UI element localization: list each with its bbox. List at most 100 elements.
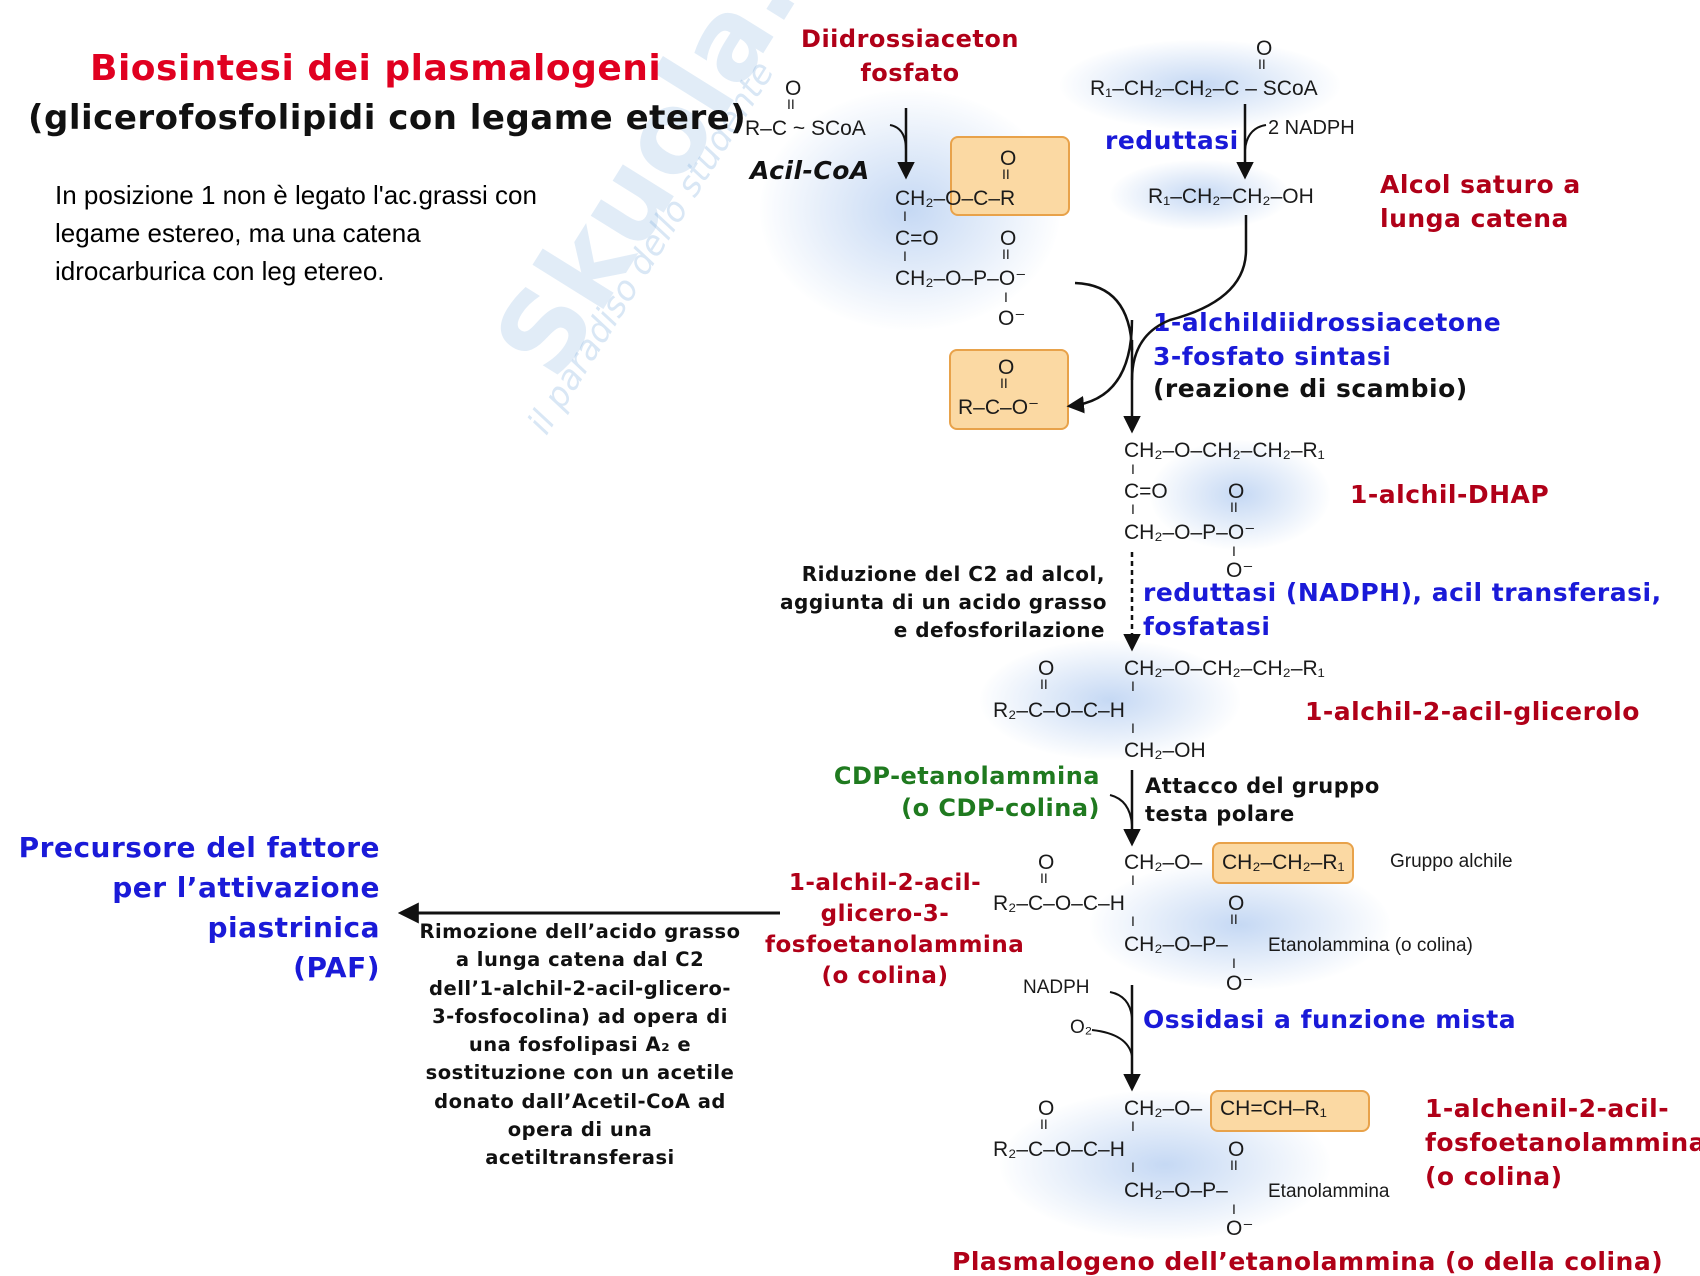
glow bbox=[1110, 160, 1290, 230]
arrow-acylcoa-in bbox=[889, 124, 907, 151]
label-line: Precursore del fattore bbox=[18, 831, 380, 864]
label-line: (PAF) bbox=[293, 951, 380, 984]
label-acil-coa: Acil-CoA bbox=[750, 156, 870, 185]
label-line: glicero-3- bbox=[820, 901, 950, 927]
double-bond: II bbox=[1002, 246, 1010, 262]
label-line: per l’attivazione bbox=[112, 871, 380, 904]
pe-line2: R₂–C–O–C–H bbox=[993, 892, 1125, 915]
label-alchil-acil-glicerolo: 1-alchil-2-acil-glicerolo bbox=[1305, 697, 1640, 726]
label-cdp: CDP-etanolammina (o CDP-colina) bbox=[820, 760, 1100, 824]
alkyl-group-highlight bbox=[1212, 842, 1354, 884]
label-line: aggiunta di un acido grasso bbox=[780, 590, 1108, 614]
pl-head-group: Etanolammina bbox=[1268, 1181, 1390, 1202]
arrow-carboxylate-out bbox=[1066, 319, 1134, 414]
label-line: reduttasi (NADPH), acil transferasi, bbox=[1143, 578, 1662, 607]
label-line: fosfato bbox=[860, 59, 960, 87]
label-alcol: Alcol saturo a lunga catena bbox=[1380, 168, 1581, 236]
double-bond: II bbox=[1230, 911, 1238, 927]
aag-line3: CH₂–OH bbox=[1124, 739, 1206, 762]
pl-line1a: CH₂–O– bbox=[1124, 1097, 1203, 1120]
acyl-dhap-line2: C=O bbox=[895, 227, 939, 250]
acyl-dhap-line3: CH₂–O–P–O⁻ bbox=[895, 267, 1027, 290]
alkyl-dhap-line2: C=O bbox=[1124, 480, 1168, 503]
page-title: Biosintesi dei plasmalogeni bbox=[90, 48, 662, 89]
glow bbox=[1150, 440, 1330, 550]
label-line: sostituzione con un acetile bbox=[425, 1061, 735, 1085]
arrow-o2-in bbox=[1091, 1029, 1133, 1057]
fatty-acyl-coa-formula: R₁–CH₂–CH₂–C – SCoA bbox=[1090, 77, 1318, 100]
label-line: 1-alchil-2-acil- bbox=[788, 870, 982, 896]
label-alchil-dhap: 1-alchil-DHAP bbox=[1350, 480, 1550, 509]
arrow-nadph2-in bbox=[1109, 991, 1133, 1019]
single-bond: I bbox=[1131, 720, 1135, 736]
label-alchenil: 1-alchenil-2-acil- fosfoetanolammina (o … bbox=[1425, 1092, 1700, 1194]
chem-atom: O bbox=[1038, 1097, 1055, 1120]
single-bond: I bbox=[1131, 872, 1135, 888]
label-head-group: Attacco del gruppo testa polare bbox=[1145, 772, 1380, 828]
chem-atom: O bbox=[998, 356, 1015, 379]
label-line: 3-fosfato sintasi bbox=[1153, 342, 1392, 371]
single-bond: I bbox=[903, 208, 907, 224]
page-subtitle: (glicerofosfolipidi con legame etere) bbox=[28, 98, 747, 138]
label-line: una fosfolipasi A₂ e bbox=[468, 1033, 692, 1057]
chem-atom: O bbox=[1228, 892, 1245, 915]
pl-line2: R₂–C–O–C–H bbox=[993, 1138, 1125, 1161]
pl-line1b: CH=CH–R₁ bbox=[1220, 1097, 1327, 1120]
chem-atom: O⁻ bbox=[1226, 1217, 1254, 1240]
label-gruppo-alchile: Gruppo alchile bbox=[1390, 851, 1513, 872]
chem-atom: O⁻ bbox=[998, 307, 1026, 330]
single-bond: I bbox=[1004, 289, 1008, 305]
alcohol-formula: R₁–CH₂–CH₂–OH bbox=[1148, 185, 1314, 208]
pe-line3: CH₂–O–P– bbox=[1124, 933, 1228, 956]
label-line: Diidrossiaceton bbox=[801, 25, 1019, 53]
chem-atom: O⁻ bbox=[1226, 559, 1254, 582]
glow bbox=[980, 640, 1240, 760]
double-bond: II bbox=[1000, 375, 1008, 391]
pe-line1a: CH₂–O– bbox=[1124, 851, 1203, 874]
arrow-cdp-in bbox=[1109, 794, 1133, 826]
label-reduttasi: reduttasi bbox=[1105, 126, 1239, 155]
aag-line2: R₂–C–O–C–H bbox=[993, 699, 1125, 722]
single-bond: I bbox=[1232, 1201, 1236, 1217]
alkyl-dhap-line1: CH₂–O–CH₂–CH₂–R₁ bbox=[1124, 439, 1325, 462]
label-line: (o CDP-colina) bbox=[901, 794, 1100, 822]
label-line: Alcol saturo a bbox=[1380, 170, 1581, 199]
label-line: CDP-etanolammina bbox=[833, 762, 1100, 790]
label-line: dell’1-alchil-2-acil-glicero- bbox=[429, 976, 731, 1000]
single-bond: I bbox=[1131, 501, 1135, 517]
aag-line1: CH₂–O–CH₂–CH₂–R₁ bbox=[1124, 657, 1325, 680]
label-line: Rimozione dell’acido grasso bbox=[419, 920, 741, 943]
label-nadph: NADPH bbox=[1023, 977, 1090, 998]
double-bond: II bbox=[1258, 56, 1266, 72]
label-line: acetiltransferasi bbox=[485, 1146, 675, 1170]
arrow-dhap-curve bbox=[1074, 281, 1134, 351]
acyl-dhap-line1: CH₂–O–C–R bbox=[895, 187, 1016, 210]
label-line: opera di una bbox=[507, 1118, 653, 1142]
label-line: e defosforilazione bbox=[893, 618, 1105, 642]
carboxylate-highlight bbox=[949, 349, 1069, 430]
intro-line: In posizione 1 non è legato l'ac.grassi … bbox=[55, 180, 537, 210]
label-line: Riduzione del C2 ad alcol, bbox=[801, 562, 1105, 586]
label-oxidase: Ossidasi a funzione mista bbox=[1143, 1005, 1517, 1034]
double-bond: II bbox=[1230, 1157, 1238, 1173]
chem-atom: O bbox=[1000, 147, 1017, 170]
label-dhap: Diidrossiaceton fosfato bbox=[780, 22, 1040, 90]
label-line: piastrinica bbox=[207, 911, 380, 944]
label-line: lunga catena bbox=[1380, 204, 1569, 233]
double-bond: II bbox=[1040, 870, 1048, 886]
single-bond: I bbox=[1131, 1159, 1135, 1175]
chem-atom: O bbox=[785, 77, 802, 100]
label-enzymes-step3: reduttasi (NADPH), acil transferasi, fos… bbox=[1143, 576, 1662, 644]
acyl-ester-highlight bbox=[950, 136, 1070, 216]
double-bond: II bbox=[1040, 1116, 1048, 1132]
glow bbox=[1060, 40, 1340, 130]
chem-atom: O bbox=[1000, 227, 1017, 250]
label-reduction-note: Riduzione del C2 ad alcol, aggiunta di u… bbox=[780, 560, 1108, 644]
single-bond: I bbox=[903, 248, 907, 264]
label-line: 3-fosfocolina) ad opera di bbox=[432, 1004, 728, 1028]
label-line: (o colina) bbox=[821, 963, 949, 989]
double-bond: II bbox=[787, 96, 795, 112]
single-bond: I bbox=[1131, 913, 1135, 929]
single-bond: I bbox=[1232, 955, 1236, 971]
